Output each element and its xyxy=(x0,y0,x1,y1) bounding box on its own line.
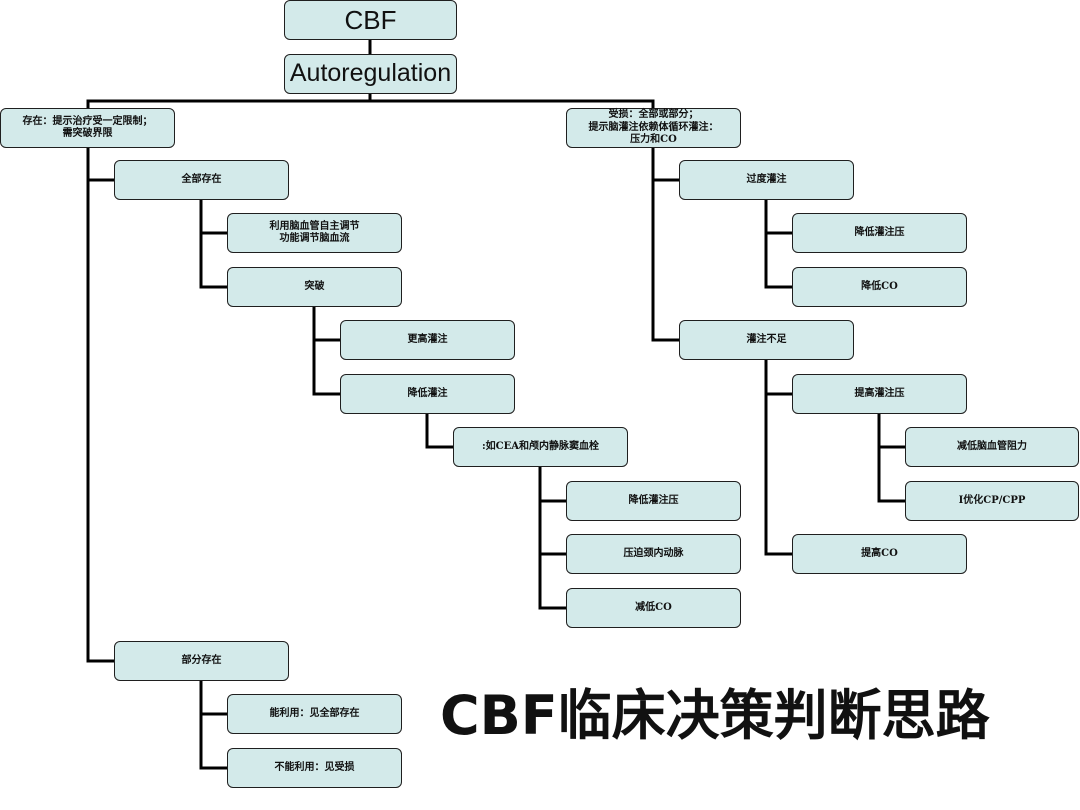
node-raise-co: 提高CO xyxy=(792,534,967,574)
node-partial-exist: 部分存在 xyxy=(114,641,289,681)
node-lower-perfusion-pressure-b: 降低灌注压 xyxy=(792,213,967,253)
node-all-exist: 全部存在 xyxy=(114,160,289,200)
node-compress-carotid: 压迫颈内动脉 xyxy=(566,534,741,574)
node-raise-perfusion-pressure: 提高灌注压 xyxy=(792,374,967,414)
node-reduce-cv-resistance: 减低脑血管阻力 xyxy=(905,427,1079,467)
node-cea-sinus: :如CEA和颅内静脉窦血栓 xyxy=(453,427,628,467)
node-breakthrough: 突破 xyxy=(227,267,402,307)
node-cbf: CBF xyxy=(284,0,457,40)
node-lower-perfusion-pressure-a: 降低灌注压 xyxy=(566,481,741,521)
node-exist: 存在：提示治疗受一定限制； 需突破界限 xyxy=(0,108,175,148)
node-cannot-use: 不能利用：见受损 xyxy=(227,748,402,788)
node-damaged: 受损：全部或部分； 提示脑灌注依赖体循环灌注： 压力和CO xyxy=(566,108,741,148)
node-lower-co: 降低CO xyxy=(792,267,967,307)
node-use-autoregulation: 利用脑血管自主调节 功能调节脑血流 xyxy=(227,213,402,253)
node-can-use: 能利用：见全部存在 xyxy=(227,694,402,734)
node-over-perfusion: 过度灌注 xyxy=(679,160,854,200)
node-lower-perfusion: 降低灌注 xyxy=(340,374,515,414)
node-reduce-co-a: 减低CO xyxy=(566,588,741,628)
node-autoregulation: Autoregulation xyxy=(284,54,457,94)
node-optimize-cp-cpp: I优化CP/CPP xyxy=(905,481,1079,521)
node-insufficient-perfusion: 灌注不足 xyxy=(679,320,854,360)
slide-title: CBF临床决策判断思路 xyxy=(440,684,990,747)
node-higher-perfusion: 更高灌注 xyxy=(340,320,515,360)
